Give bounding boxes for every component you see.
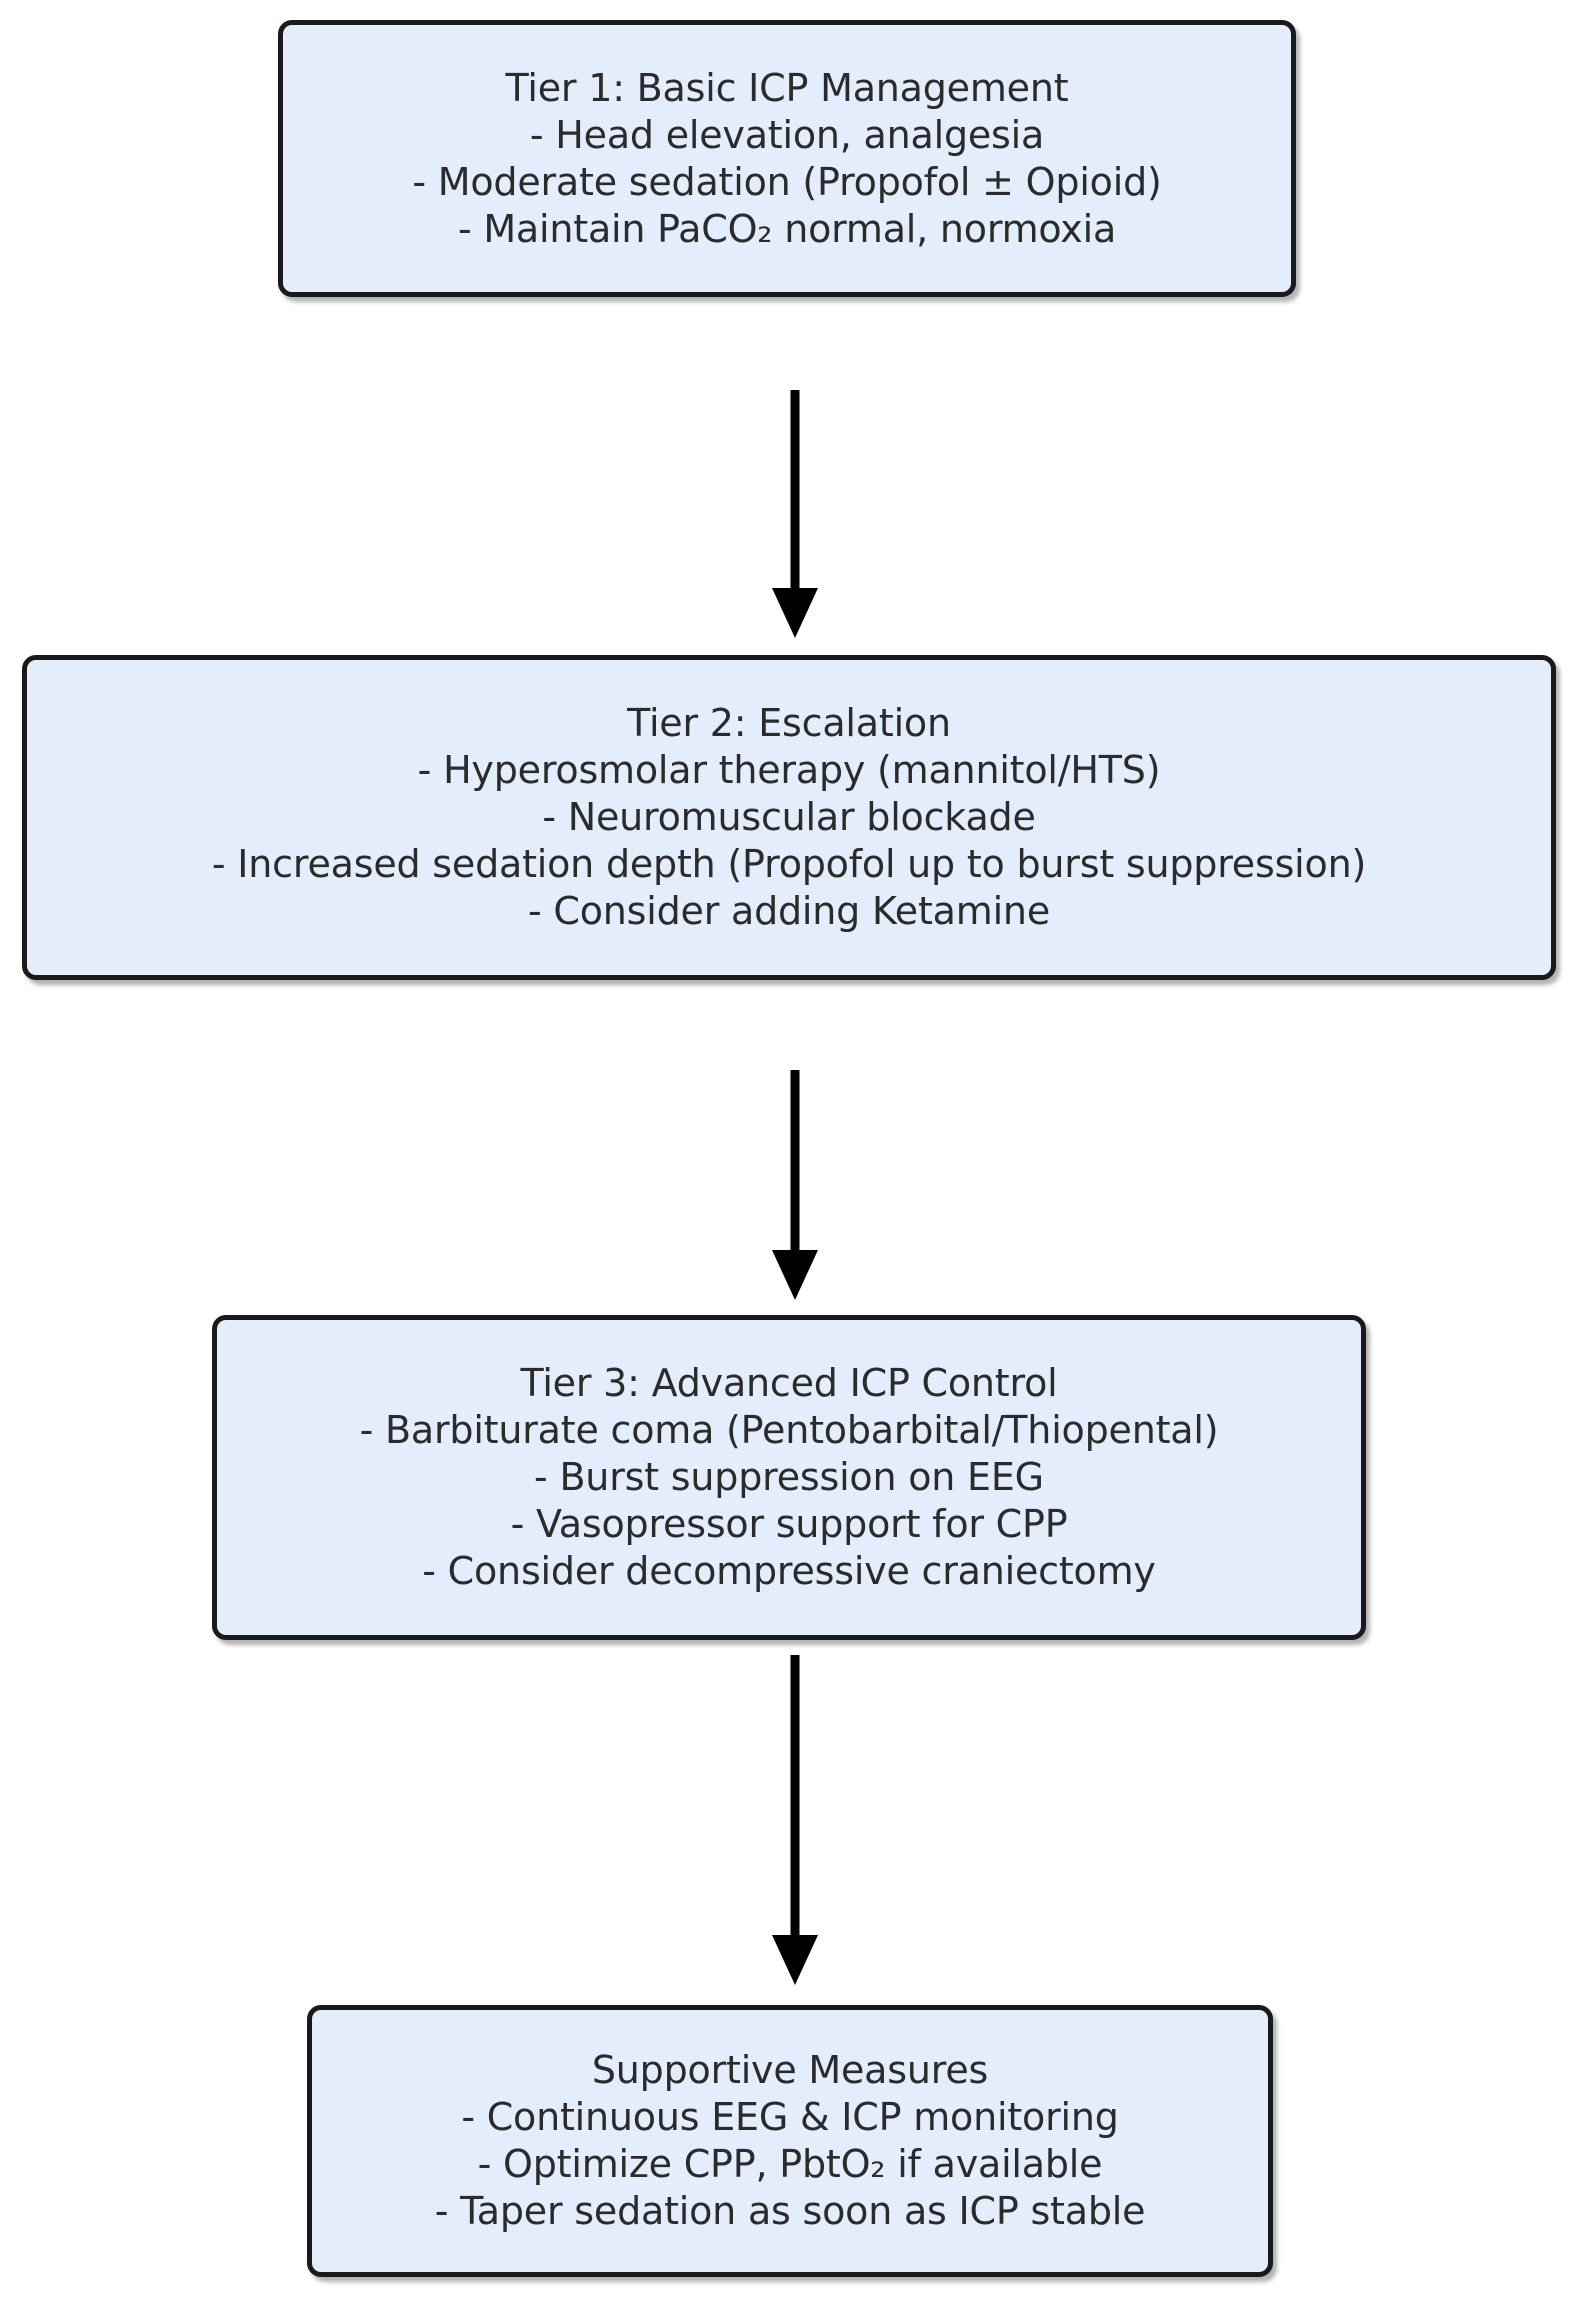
node-supportive-measures[interactable]: Supportive Measures - Continuous EEG & I… [307,2005,1273,2277]
node-tier1[interactable]: Tier 1: Basic ICP Management - Head elev… [278,20,1296,297]
node-tier1-title: Tier 1: Basic ICP Management [505,65,1069,110]
node-tier2-line-4: - Consider adding Ketamine [527,889,1050,933]
node-supportive-line-1: - Continuous EEG & ICP monitoring [461,2095,1119,2139]
node-tier2-line-3: - Increased sedation depth (Propofol up … [211,842,1367,886]
node-tier3-title: Tier 3: Advanced ICP Control [520,1361,1058,1405]
node-supportive-line-3: - Taper sedation as soon as ICP stable [434,2189,1146,2233]
arrow-down-icon-tier2-to-tier3 [765,1070,825,1300]
node-tier3-line-2: - Burst suppression on EEG [534,1455,1044,1499]
node-tier1-line-2: - Moderate sedation (Propofol ± Opioid) [412,159,1162,204]
node-tier3-line-3: - Vasopressor support for CPP [510,1502,1068,1546]
node-supportive-line-2: - Optimize CPP, PbtO₂ if available [477,2142,1103,2186]
node-tier2[interactable]: Tier 2: Escalation - Hyperosmolar therap… [22,655,1556,980]
node-tier1-line-1: - Head elevation, analgesia [529,112,1045,157]
node-tier2-line-1: - Hyperosmolar therapy (mannitol/HTS) [417,748,1161,792]
node-tier3-line-4: - Consider decompressive craniectomy [422,1549,1156,1593]
node-tier3[interactable]: Tier 3: Advanced ICP Control - Barbitura… [212,1315,1366,1640]
node-supportive-title: Supportive Measures [591,2048,989,2092]
arrow-down-icon-tier1-to-tier2 [765,390,825,638]
node-tier2-title: Tier 2: Escalation [627,701,951,745]
node-tier3-line-1: - Barbiturate coma (Pentobarbital/Thiope… [359,1408,1219,1452]
node-tier1-line-3: - Maintain PaCO₂ normal, normoxia [457,206,1117,251]
arrow-down-icon-tier3-to-supportive [765,1655,825,1985]
node-tier2-line-2: - Neuromuscular blockade [542,795,1036,839]
